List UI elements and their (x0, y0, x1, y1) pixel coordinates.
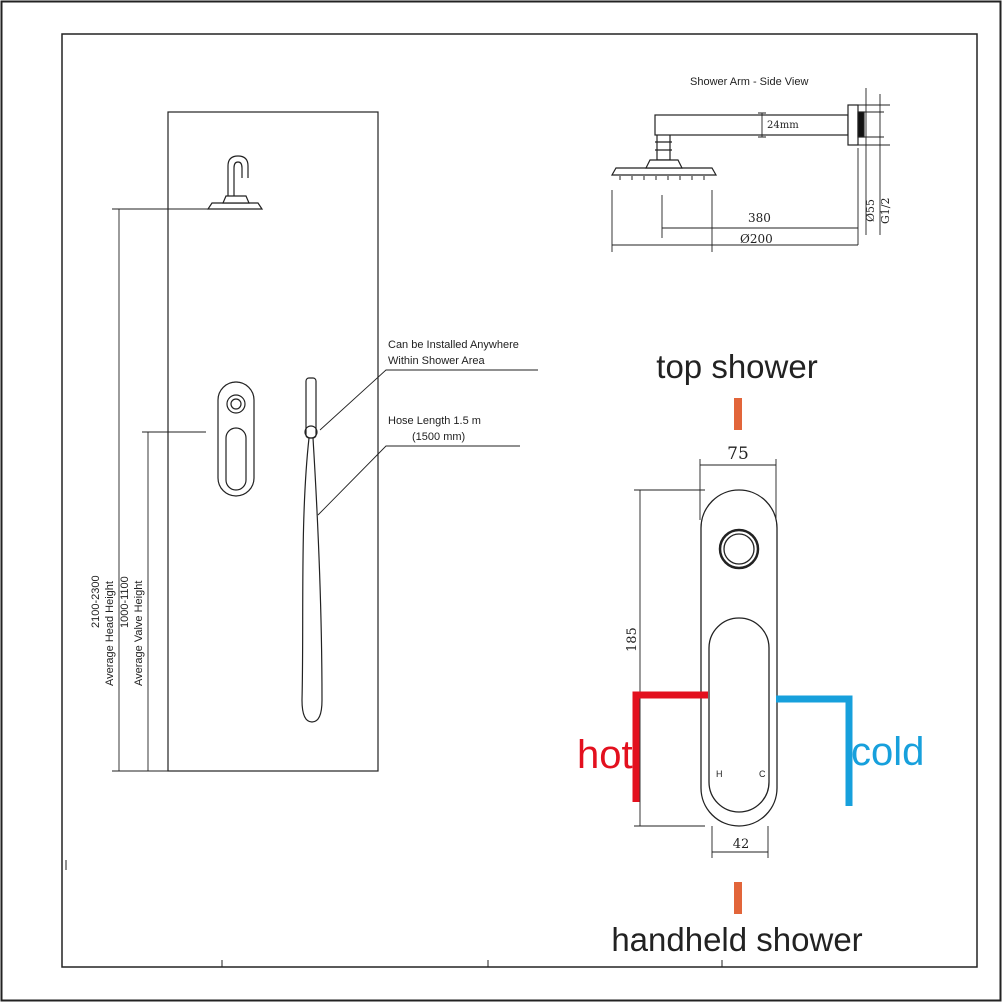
flange-dim-lines (858, 88, 890, 235)
arm-thickness-dim (758, 112, 766, 138)
head-height-value: 2100-2300 (90, 575, 102, 628)
installation-elevation: 2100-2300 Average Head Height 1000-1100 … (90, 111, 538, 772)
arm-length-label: 380 (748, 211, 771, 225)
elev-head-neck (222, 195, 250, 204)
valve-detail: top shower 75 H C 185 42 hot cold handhe… (577, 348, 924, 958)
base-width-label: 42 (733, 837, 750, 852)
head-height-text: Average Head Height (104, 581, 116, 686)
elev-valve-button (226, 394, 246, 414)
valve-height-text: Average Valve Height (133, 581, 145, 686)
arm-thickness-label: 24mm (767, 120, 799, 131)
elev-shower-head (206, 202, 264, 210)
swivel-joint (655, 135, 672, 161)
elev-valve-lever (225, 427, 247, 491)
width-dim (699, 459, 777, 520)
elev-hose (301, 437, 323, 723)
height-label: 185 (625, 627, 640, 652)
hose-note-leader (317, 445, 520, 516)
wall-panel (167, 111, 379, 772)
elev-valve-button-inner (230, 398, 242, 410)
height-dim (634, 489, 705, 827)
border-ticks (65, 860, 723, 967)
cold-mark: C (759, 769, 766, 779)
side-view-title: Shower Arm - Side View (690, 76, 808, 88)
shower-arm (654, 114, 849, 136)
cold-pipe (776, 695, 853, 806)
install-note-line2: Within Shower Area (388, 355, 485, 367)
flange-diameter-label: Ø55 (864, 199, 877, 222)
elev-arm (227, 155, 249, 196)
thread-label: G1/2 (879, 198, 892, 225)
elev-hose-outlet (304, 425, 318, 439)
side-head (610, 167, 718, 176)
elev-hand-shower (305, 377, 317, 439)
elev-valve-plate (217, 381, 255, 497)
cold-label: cold (851, 730, 924, 774)
diverter-button (718, 528, 760, 570)
hot-pipe (632, 691, 708, 802)
wall-flange (847, 104, 859, 146)
base-width-dim (711, 826, 769, 858)
top-shower-label: top shower (656, 348, 817, 385)
install-note-leader (319, 369, 538, 431)
mixer-lever (708, 617, 770, 813)
handheld-shower-label: handheld shower (611, 921, 862, 958)
hot-mark: H (716, 769, 723, 779)
wall-thread (857, 111, 865, 138)
hot-label: hot (577, 733, 633, 777)
hose-note-line1: Hose Length 1.5 m (388, 415, 481, 427)
valve-height-value: 1000-1100 (119, 576, 131, 628)
shower-arm-side-view: Shower Arm - Side View 24mm 380 Ø200 Ø55… (610, 76, 892, 252)
side-head-nozzles (619, 176, 705, 180)
width-label: 75 (727, 444, 749, 464)
install-note-line1: Can be Installed Anywhere (388, 339, 519, 351)
handheld-shower-marker (734, 882, 742, 914)
hose-note-line2: (1500 mm) (412, 431, 465, 443)
head-diameter-extension (611, 190, 713, 252)
side-head-neck (645, 159, 683, 169)
head-diameter-label: Ø200 (740, 232, 773, 246)
diverter-button-inner (723, 533, 755, 565)
drawing-border (61, 33, 978, 968)
arm-length-extension (661, 148, 859, 245)
top-shower-marker (734, 398, 742, 430)
